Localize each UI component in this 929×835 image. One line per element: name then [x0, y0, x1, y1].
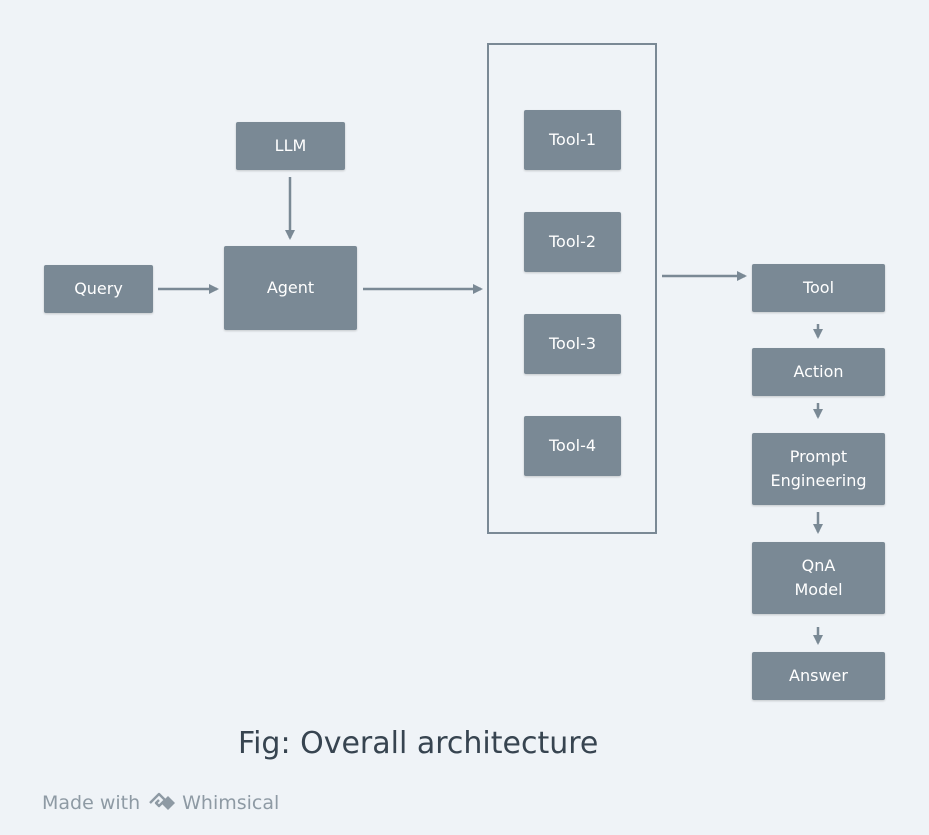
node-llm: LLM	[236, 122, 345, 170]
node-tool-3: Tool-3	[524, 314, 621, 374]
credit-prefix: Made with	[42, 792, 141, 814]
node-tool-4: Tool-4	[524, 416, 621, 476]
tools-group-frame	[487, 43, 657, 534]
made-with-credit: Made with Whimsical	[42, 790, 279, 816]
node-prompt-engineering: Prompt Engineering	[752, 433, 885, 505]
node-query: Query	[44, 265, 153, 313]
figure-caption: Fig: Overall architecture	[238, 726, 599, 761]
credit-brand: Whimsical	[182, 792, 280, 814]
node-tool-2: Tool-2	[524, 212, 621, 272]
node-tool-1: Tool-1	[524, 110, 621, 170]
whimsical-logo-icon	[149, 792, 176, 810]
node-answer: Answer	[752, 652, 885, 700]
node-action: Action	[752, 348, 885, 396]
node-agent: Agent	[224, 246, 357, 330]
node-tool: Tool	[752, 264, 885, 312]
node-qna-model: QnA Model	[752, 542, 885, 614]
